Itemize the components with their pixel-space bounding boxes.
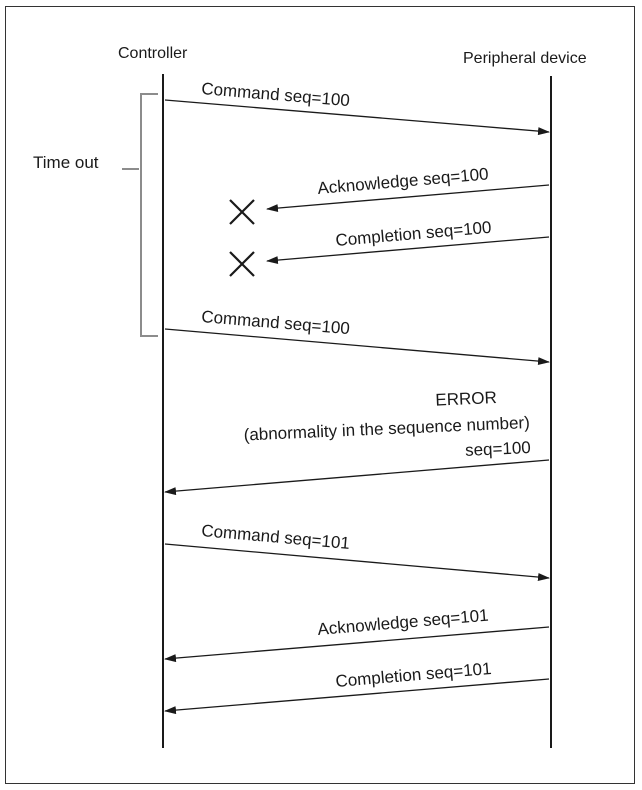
peripheral-device-label: Peripheral device: [463, 50, 587, 67]
command-label-1: Command seq=100: [201, 79, 351, 110]
completion-label-1: Completion seq=100: [335, 218, 492, 250]
command-arrow-1: [164, 99, 550, 136]
acknowledge-label-1: Acknowledge seq=100: [317, 164, 490, 198]
error-arrow: [164, 459, 550, 496]
completion-arrow-2: [164, 678, 550, 715]
lost-x-icon-1: [229, 199, 255, 225]
timeout-label: Time out: [33, 153, 99, 172]
completion-arrow-1: [266, 236, 550, 265]
error-label-line-3: seq=100: [465, 438, 531, 460]
acknowledge-arrow-2: [164, 626, 550, 663]
acknowledge-arrow-1: [266, 184, 550, 213]
command-arrow-2: [164, 328, 550, 366]
timeout-bracket: [140, 93, 158, 337]
controller-label: Controller: [118, 45, 188, 62]
lost-x-icon-2: [229, 251, 255, 277]
command-label-3: Command seq=101: [201, 521, 351, 553]
error-label-line-1: ERROR: [435, 388, 497, 410]
command-arrow-3: [164, 543, 550, 582]
diagram-frame: [5, 6, 635, 784]
